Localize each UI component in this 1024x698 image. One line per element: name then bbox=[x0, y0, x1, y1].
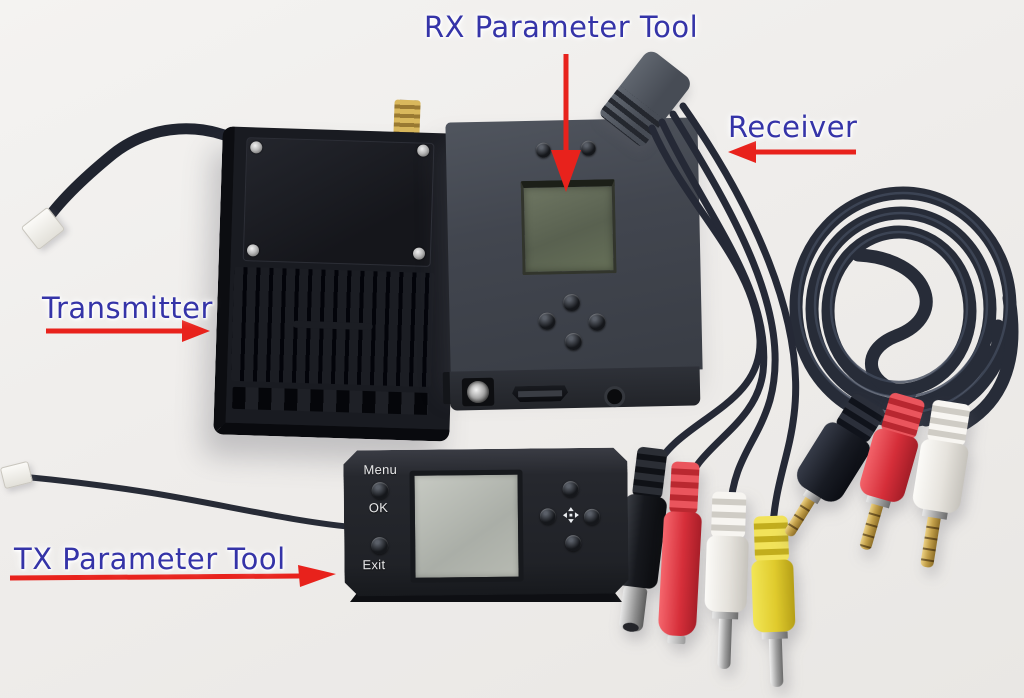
transmitter-bottom-vents bbox=[232, 386, 429, 415]
rx-parameter-tool-label: RX Parameter Tool bbox=[424, 10, 699, 44]
screw bbox=[250, 141, 263, 154]
yellow-rca-body bbox=[751, 559, 796, 633]
transmitter-device bbox=[213, 126, 459, 442]
transmitter-label: Transmitter bbox=[42, 291, 213, 325]
receiver-front-panel bbox=[449, 366, 701, 411]
four-way-arrow-icon bbox=[563, 507, 579, 523]
exit-button-label: Exit bbox=[362, 557, 386, 573]
audio-jack-port bbox=[603, 385, 626, 408]
receiver-nav-down-button bbox=[564, 332, 583, 351]
receiver-label: Receiver bbox=[728, 110, 858, 144]
power-connector-port bbox=[461, 377, 495, 407]
screw bbox=[246, 244, 260, 257]
av-white-body bbox=[911, 437, 970, 515]
red-lead-body bbox=[657, 510, 703, 637]
white-rca-body bbox=[704, 535, 749, 613]
tx-nav-left-button bbox=[540, 508, 556, 524]
red-lead-strain-relief bbox=[669, 461, 700, 515]
av-red-gold-pin bbox=[858, 503, 884, 551]
transmitter-jst-connector bbox=[20, 206, 66, 251]
av-cable-coil-highlight bbox=[797, 191, 1009, 415]
white-rca-plug bbox=[702, 491, 750, 670]
receiver-top-button bbox=[535, 142, 552, 158]
av-cable-coil bbox=[789, 186, 1019, 433]
yellow-rca-pin bbox=[768, 638, 783, 688]
transmitter-heatsink-fins bbox=[230, 266, 435, 388]
yellow-rca-plug bbox=[750, 515, 798, 688]
white-rca-strain-relief bbox=[710, 491, 747, 539]
tx-parameter-tool-label: TX Parameter Tool bbox=[14, 542, 286, 576]
receiver-top-button bbox=[580, 140, 597, 156]
receiver-device bbox=[445, 117, 703, 375]
tx-nav-up-button bbox=[563, 481, 579, 497]
dc-plug-strain-relief bbox=[631, 446, 668, 500]
white-rca-pin bbox=[716, 618, 732, 670]
receiver-nav-up-button bbox=[563, 293, 581, 312]
av-jack-gold-tip bbox=[782, 496, 815, 538]
menu-button-label: Menu bbox=[363, 461, 398, 478]
red-jack-lead bbox=[657, 461, 704, 645]
tx-tool-jst-connector bbox=[0, 460, 34, 490]
receiver-lcd-screen bbox=[520, 179, 617, 276]
screw bbox=[412, 247, 426, 260]
menu-button bbox=[372, 482, 389, 499]
ok-exit-button bbox=[371, 537, 388, 554]
tx-tool-arrow bbox=[9, 573, 301, 581]
hdmi-port bbox=[512, 385, 568, 402]
tx-nav-right-button bbox=[584, 509, 600, 525]
red-lead-metal-band bbox=[667, 635, 686, 645]
tx-nav-down-button bbox=[565, 535, 581, 551]
transmitter-top-plate bbox=[242, 137, 435, 267]
screw bbox=[417, 144, 430, 157]
receiver-nav-left-button bbox=[538, 312, 556, 330]
receiver-nav-right-button bbox=[588, 313, 606, 331]
ok-button-label: OK bbox=[368, 500, 389, 516]
tx-tool-cable bbox=[23, 474, 355, 530]
dc-plug-barrel-tip bbox=[618, 585, 648, 633]
av-white-gold-pin bbox=[919, 516, 941, 569]
tx-parameter-tool-device: Menu OK Exit bbox=[343, 448, 629, 597]
tx-tool-lcd-screen bbox=[409, 470, 523, 583]
